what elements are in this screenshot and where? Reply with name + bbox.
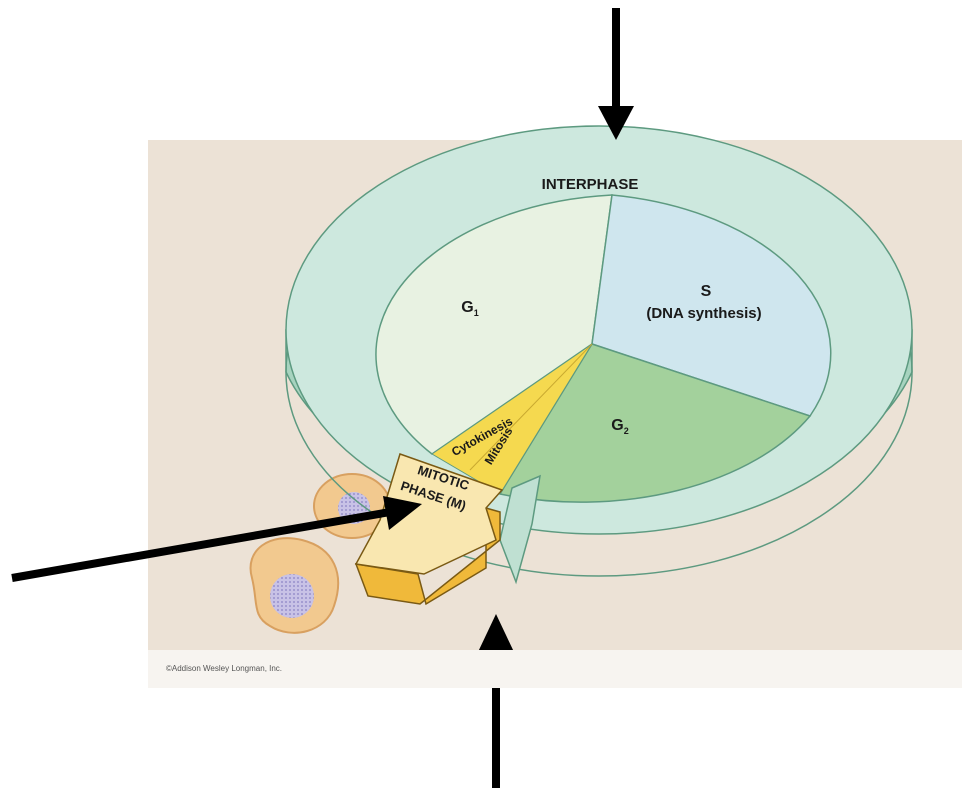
s-label: S <box>701 283 712 300</box>
s-detail-label: (DNA synthesis) <box>646 305 761 322</box>
pointer-arrow-top <box>598 8 634 140</box>
copyright-credit: ©Addison Wesley Longman, Inc. <box>166 664 282 673</box>
daughter-cell <box>251 538 339 633</box>
interphase-label: INTERPHASE <box>542 176 639 193</box>
